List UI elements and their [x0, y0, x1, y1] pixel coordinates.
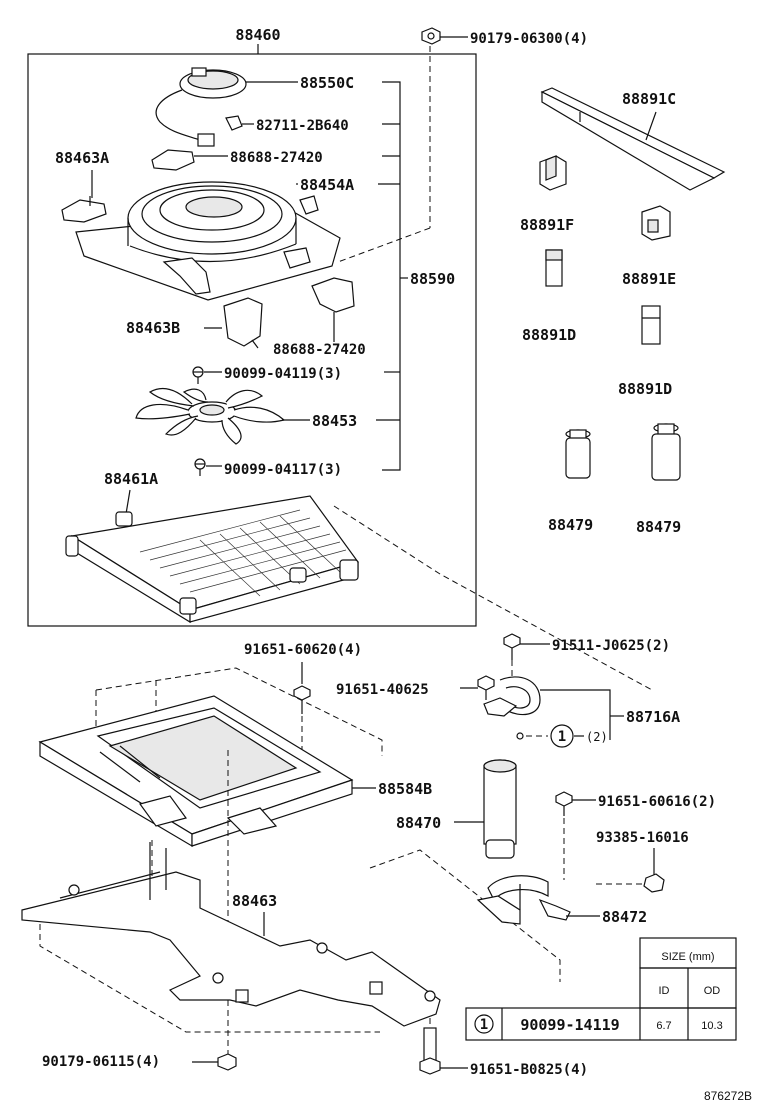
label-damper2[interactable]: 88479 [636, 518, 681, 536]
table-size-header: SIZE (mm) [661, 951, 714, 963]
label-bolt-40625[interactable]: 91651-40625 [336, 682, 429, 698]
label-tube[interactable]: 88716A [626, 708, 680, 726]
label-receiver-bracket[interactable]: 88472 [602, 908, 647, 926]
bolt-bottom-icon [419, 1018, 441, 1075]
bolt-40625-icon [477, 675, 495, 700]
label-shroud[interactable]: 88454A [300, 176, 354, 194]
label-screw-a[interactable]: 90099-04119(3) [224, 366, 342, 382]
receiver-bracket-icon [476, 875, 571, 925]
bracket-a-icon [61, 196, 107, 223]
label-bracket-a1[interactable]: 88688-27420 [230, 150, 323, 166]
frame-icon [38, 695, 354, 848]
oring-ref-circle [550, 724, 574, 748]
bolt-616-icon [555, 791, 573, 816]
seal-e-icon [641, 205, 671, 241]
label-seal-d1[interactable]: 88891D [522, 326, 576, 344]
bracket-right-icon [311, 277, 355, 313]
label-seal-d2[interactable]: 88891D [618, 380, 672, 398]
nut-top-icon [421, 27, 441, 45]
label-bracket-main[interactable]: 88463 [232, 892, 277, 910]
label-seal-e[interactable]: 88891E [622, 270, 676, 288]
screw-a-icon [192, 366, 204, 384]
size-table [465, 937, 737, 1041]
label-frame[interactable]: 88584B [378, 780, 432, 798]
label-bracket-b[interactable]: 88463B [126, 319, 180, 337]
table-od-value: 10.3 [701, 1020, 722, 1032]
bracket-b-icon [223, 297, 263, 349]
label-sub-assy[interactable]: 88590 [410, 270, 455, 288]
label-bolt-j[interactable]: 91511-J0625(2) [552, 638, 670, 654]
label-motor[interactable]: 88550C [300, 74, 354, 92]
label-nut-top[interactable]: 90179-06300(4) [470, 31, 588, 47]
label-clip[interactable]: 93385-16016 [596, 830, 689, 846]
label-receiver[interactable]: 88470 [396, 814, 441, 832]
table-id-value: 6.7 [656, 1020, 671, 1032]
seal-d2-icon [641, 305, 661, 345]
label-grommet[interactable]: 82711-2B640 [256, 118, 349, 134]
label-nut-bottom[interactable]: 90179-06115(4) [42, 1054, 160, 1070]
label-bracket-a[interactable]: 88463A [55, 149, 109, 167]
bracket-small-icon [151, 149, 195, 171]
table-ref: 1 [480, 1017, 488, 1033]
clip-icon [643, 873, 665, 893]
fan-motor-icon [155, 67, 247, 147]
damper1-icon [565, 429, 591, 479]
label-oring-ref[interactable]: 1 [558, 729, 566, 745]
shroud-icon [75, 181, 341, 301]
assembly-box [27, 53, 477, 627]
label-oring-qty[interactable]: (2) [586, 730, 608, 744]
damper2-icon [651, 423, 681, 481]
label-screw-b[interactable]: 90099-04117(3) [224, 462, 342, 478]
tube-icon [483, 676, 541, 740]
seal-f-icon [539, 155, 567, 191]
label-bolt-bottom[interactable]: 91651-B0825(4) [470, 1062, 588, 1078]
receiver-icon [483, 759, 517, 859]
label-seal-f[interactable]: 88891F [520, 216, 574, 234]
condenser-icon [65, 495, 359, 624]
label-bracket-b2[interactable]: 88688-27420 [273, 342, 366, 358]
table-part-no[interactable]: 90099-14119 [520, 1016, 619, 1034]
label-damper1[interactable]: 88479 [548, 516, 593, 534]
bolt-top-icon [293, 685, 311, 714]
bracket-main-icon [21, 842, 441, 1027]
fan-icon [135, 387, 286, 445]
label-seal-c[interactable]: 88891C [622, 90, 676, 108]
label-condenser[interactable]: 88461A [104, 470, 158, 488]
grommet-icon [225, 115, 243, 131]
seal-d1-icon [545, 249, 563, 287]
bolt-j-icon [503, 633, 521, 660]
table-col-od: OD [704, 985, 721, 997]
label-assy-main[interactable]: 88460 [235, 26, 280, 44]
label-bolt-top[interactable]: 91651-60620(4) [244, 642, 362, 658]
label-bolt-616[interactable]: 91651-60616(2) [598, 794, 716, 810]
nut-bottom-icon [217, 1053, 237, 1071]
screw-b-icon [194, 458, 206, 476]
table-col-id: ID [659, 985, 670, 997]
diagram-number: 876272B [704, 1089, 752, 1103]
seal-c-icon [540, 87, 726, 191]
label-fan[interactable]: 88453 [312, 412, 357, 430]
